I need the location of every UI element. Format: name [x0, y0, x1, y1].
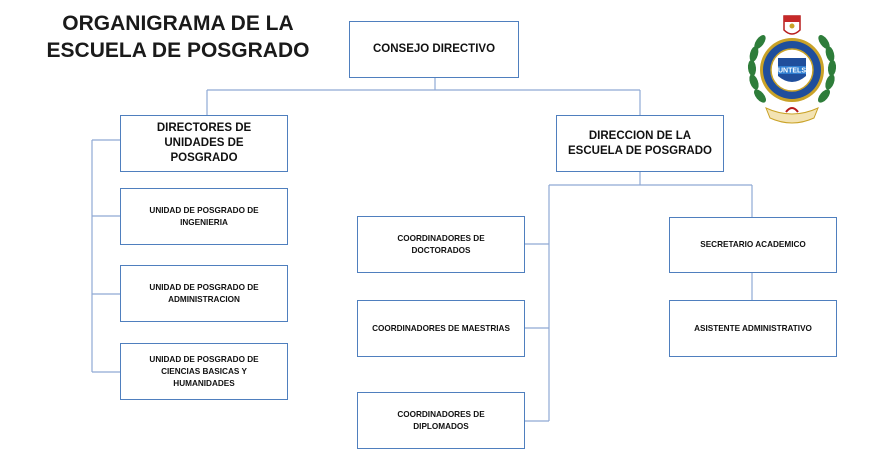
- node-unidad-ciencias: UNIDAD DE POSGRADO DE CIENCIAS BASICAS Y…: [120, 343, 288, 400]
- node-secretario-academico: SECRETARIO ACADEMICO: [669, 217, 837, 273]
- node-direccion-escuela: DIRECCION DE LA ESCUELA DE POSGRADO: [556, 115, 724, 172]
- node-label-line-2: ADMINISTRACION: [168, 294, 240, 304]
- page-title: ORGANIGRAMA DE LA ESCUELA DE POSGRADO: [38, 10, 318, 64]
- node-label-line-1: COORDINADORES DE: [397, 233, 485, 243]
- node-label-line-2: ESCUELA DE POSGRADO: [568, 144, 712, 157]
- node-label: SECRETARIO ACADEMICO: [700, 240, 806, 249]
- node-coordinadores-maestrias: COORDINADORES DE MAESTRIAS: [357, 300, 525, 357]
- node-label: COORDINADORES DE MAESTRIAS: [372, 323, 510, 333]
- node-label-line-1: UNIDAD DE POSGRADO DE: [149, 354, 259, 364]
- node-consejo-directivo: CONSEJO DIRECTIVO: [349, 21, 519, 78]
- node-label-line-1: DIRECTORES DE: [156, 122, 252, 134]
- node-label-line-1: COORDINADORES DE: [397, 409, 485, 419]
- node-label-line-3: HUMANIDADES: [173, 378, 235, 388]
- node-label-line-1: UNIDAD DE POSGRADO DE: [149, 282, 259, 292]
- node-label: CONSEJO DIRECTIVO: [372, 43, 496, 55]
- node-label-line-2: CIENCIAS BASICAS Y: [161, 366, 247, 376]
- title-line-1: ORGANIGRAMA DE LA: [62, 12, 294, 35]
- node-label-line-2: DIPLOMADOS: [413, 421, 469, 431]
- node-label: ASISTENTE ADMINISTRATIVO: [694, 323, 812, 333]
- node-label-line-2: DOCTORADOS: [411, 245, 471, 255]
- university-crest-logo: UNTELS: [747, 15, 837, 124]
- node-label-line-2: UNIDADES DE: [164, 137, 244, 149]
- node-label-line-1: UNIDAD DE POSGRADO DE: [149, 205, 259, 215]
- node-unidad-administracion: UNIDAD DE POSGRADO DE ADMINISTRACION: [120, 265, 288, 322]
- node-label-line-1: DIRECCION DE LA: [588, 129, 692, 142]
- node-directores-unidades: DIRECTORES DE UNIDADES DE POSGRADO: [120, 115, 288, 172]
- node-coordinadores-diplomados: COORDINADORES DE DIPLOMADOS: [357, 392, 525, 449]
- node-label-line-3: POSGRADO: [170, 152, 238, 164]
- node-asistente-administrativo: ASISTENTE ADMINISTRATIVO: [669, 300, 837, 357]
- title-line-2: ESCUELA DE POSGRADO: [46, 39, 310, 62]
- node-coordinadores-doctorados: COORDINADORES DE DOCTORADOS: [357, 216, 525, 273]
- node-label-line-2: INGENIERIA: [180, 217, 228, 227]
- node-unidad-ingenieria: UNIDAD DE POSGRADO DE INGENIERIA: [120, 188, 288, 245]
- logo-text: UNTELS: [778, 68, 806, 75]
